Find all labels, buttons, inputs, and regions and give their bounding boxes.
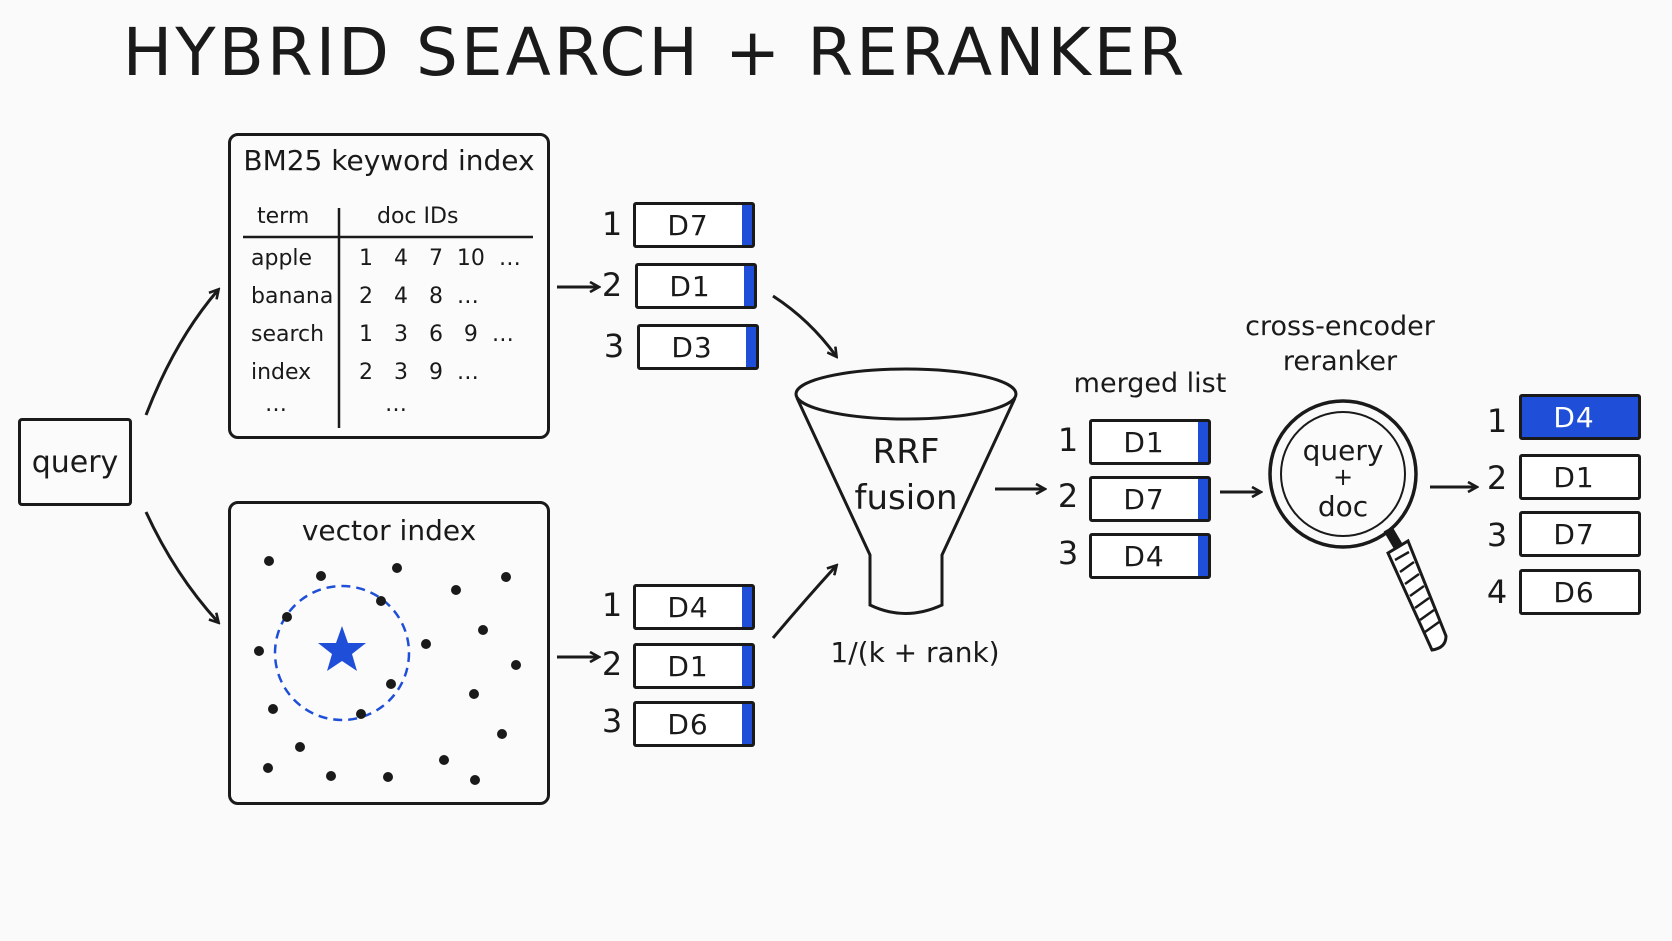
bm25-result-chip: D1 bbox=[635, 263, 757, 309]
final-result-chip: D1 bbox=[1519, 454, 1641, 500]
merged-list-title: merged list bbox=[1073, 368, 1227, 399]
lens-label-line1: query bbox=[1302, 434, 1384, 467]
bm25-term: … bbox=[265, 392, 287, 417]
bm25-rank-number: 1 bbox=[601, 205, 623, 243]
merged-rank-number: 2 bbox=[1057, 477, 1079, 515]
final-result-chip: D7 bbox=[1519, 511, 1641, 557]
bm25-col-docs: doc IDs bbox=[377, 204, 459, 229]
final-result-chip: D6 bbox=[1519, 569, 1641, 615]
vector-scatter bbox=[254, 556, 521, 785]
funnel-body bbox=[795, 397, 1017, 615]
bm25-docs: 1 4 7 10 … bbox=[359, 246, 521, 271]
bm25-col-term: term bbox=[257, 204, 310, 229]
bm25-table-lines bbox=[243, 208, 533, 428]
merged-result-chip: D7 bbox=[1089, 476, 1211, 522]
neighborhood-circle bbox=[273, 584, 411, 722]
vector-rank-number: 3 bbox=[601, 702, 623, 740]
final-rank-number: 1 bbox=[1486, 402, 1508, 440]
final-rank-number: 4 bbox=[1486, 573, 1508, 611]
magnifier-inner bbox=[1280, 411, 1406, 537]
final-result-chip-top: D4 bbox=[1519, 394, 1641, 440]
final-rank-number: 2 bbox=[1486, 459, 1508, 497]
fusion-label-line1: RRF bbox=[872, 432, 940, 472]
magnifier-handle bbox=[1386, 538, 1448, 652]
bm25-docs: … bbox=[385, 392, 407, 417]
vector-result-chip: D6 bbox=[633, 701, 755, 747]
bm25-docs: 2 3 9 … bbox=[359, 360, 479, 385]
bm25-term: banana bbox=[251, 284, 334, 309]
bm25-rank-number: 3 bbox=[603, 327, 625, 365]
bm25-term: index bbox=[251, 360, 312, 385]
query-label: query bbox=[31, 444, 119, 480]
bm25-term: apple bbox=[251, 246, 313, 271]
vector-rank-number: 2 bbox=[601, 645, 623, 683]
arrow-vector-results-to-fusion bbox=[771, 566, 836, 639]
bm25-term: search bbox=[251, 322, 325, 347]
fusion-label-line2: fusion bbox=[854, 478, 958, 518]
arrow-query-to-vector bbox=[144, 511, 218, 622]
lens-label-line2: + bbox=[1332, 463, 1354, 491]
magnifier-outer bbox=[1268, 399, 1418, 549]
bm25-index-panel: BM25 keyword index term doc IDs apple 1 … bbox=[228, 133, 550, 439]
vector-points bbox=[254, 556, 521, 785]
reranker-title-line2: reranker bbox=[1282, 346, 1398, 377]
reranker-title-line1: cross-encoder bbox=[1245, 311, 1435, 342]
magnifier-neck bbox=[1383, 526, 1403, 549]
vector-result-chip: D1 bbox=[633, 643, 755, 689]
bm25-rank-number: 2 bbox=[601, 266, 623, 304]
merged-rank-number: 3 bbox=[1057, 534, 1079, 572]
arrow-query-to-bm25 bbox=[144, 290, 218, 416]
vector-rank-number: 1 bbox=[601, 586, 623, 624]
merged-result-chip: D1 bbox=[1089, 419, 1211, 465]
vector-title: vector index bbox=[301, 514, 477, 547]
bm25-result-chip: D3 bbox=[637, 324, 759, 370]
bm25-result-chip: D7 bbox=[633, 202, 755, 248]
bm25-docs: 2 4 8 … bbox=[359, 284, 479, 309]
merged-rank-number: 1 bbox=[1057, 421, 1079, 459]
query-star-icon bbox=[318, 626, 366, 671]
merged-result-chip: D4 bbox=[1089, 533, 1211, 579]
bm25-title: BM25 keyword index bbox=[243, 144, 535, 177]
final-rank-number: 3 bbox=[1486, 516, 1508, 554]
page-title: HYBRID SEARCH + RERANKER bbox=[122, 14, 1188, 91]
fusion-formula: 1/(k + rank) bbox=[830, 636, 1000, 669]
funnel-rim bbox=[794, 367, 1018, 421]
arrow-bm25-results-to-fusion bbox=[772, 294, 836, 356]
bm25-docs: 1 3 6 9 … bbox=[359, 322, 514, 347]
query-box: query bbox=[18, 418, 132, 506]
vector-index-panel: vector index bbox=[228, 501, 550, 805]
vector-result-chip: D4 bbox=[633, 584, 755, 630]
lens-label-line3: doc bbox=[1317, 490, 1369, 523]
